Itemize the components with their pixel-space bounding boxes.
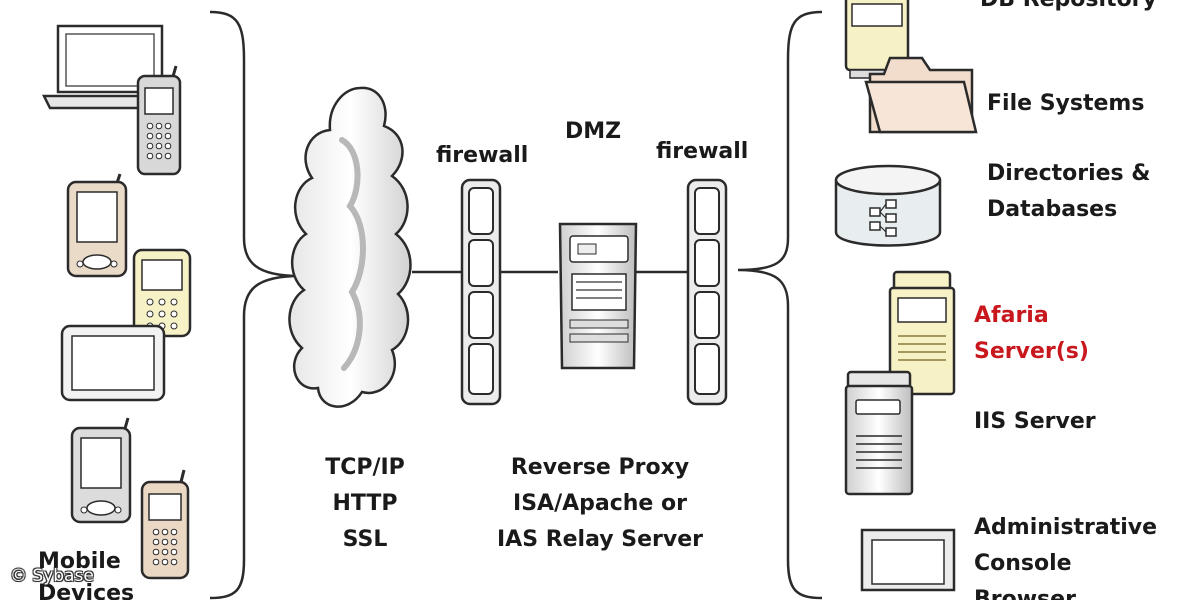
reverse-proxy-server-icon bbox=[558, 222, 638, 370]
firewall-left-label: firewall bbox=[436, 143, 529, 168]
directories-line1: Directories & bbox=[987, 161, 1151, 186]
mobile-phone-icon bbox=[140, 469, 190, 580]
afaria-line2: Server(s) bbox=[974, 339, 1089, 364]
right-brace bbox=[737, 10, 823, 600]
protocol-http: HTTP bbox=[332, 491, 398, 516]
pda-icon bbox=[66, 173, 128, 278]
monitor-icon bbox=[860, 528, 956, 592]
mobile-devices-label-line2: Devices bbox=[38, 581, 135, 600]
copyright-watermark: © Sybase bbox=[10, 566, 94, 586]
protocols-label: TCP/IP HTTP SSL bbox=[300, 450, 430, 558]
admin-line1: Administrative bbox=[974, 515, 1158, 540]
admin-line2: Console bbox=[974, 551, 1072, 576]
left-brace bbox=[209, 10, 301, 600]
internet-cloud-icon bbox=[288, 86, 412, 408]
file-systems-label: File Systems bbox=[987, 91, 1145, 116]
admin-console-label: Administrative Console Browser bbox=[974, 510, 1157, 600]
pda-icon bbox=[70, 417, 132, 524]
protocol-ssl: SSL bbox=[342, 527, 388, 552]
reverse-proxy-line3: IAS Relay Server bbox=[496, 527, 703, 552]
afaria-line1: Afaria bbox=[974, 303, 1049, 328]
directories-line2: Databases bbox=[987, 197, 1118, 222]
mobile-devices-label: Mobile Devices bbox=[38, 546, 134, 600]
dmz-label: DMZ bbox=[565, 119, 622, 144]
firewall-icon bbox=[460, 178, 502, 406]
reverse-proxy-line1: Reverse Proxy bbox=[510, 455, 690, 480]
tablet-icon bbox=[60, 324, 166, 402]
db-repository-server-icon bbox=[844, 0, 910, 79]
afaria-servers-label: Afaria Server(s) bbox=[974, 298, 1089, 370]
directories-databases-label: Directories & Databases bbox=[987, 156, 1151, 228]
afaria-server-icon bbox=[888, 270, 956, 396]
iis-server-label: IIS Server bbox=[974, 409, 1096, 434]
iis-server-icon bbox=[844, 370, 914, 496]
mobile-devices-label-line1: Mobile bbox=[38, 549, 121, 574]
db-repository-label: DB Repository bbox=[980, 0, 1157, 18]
reverse-proxy-label: Reverse Proxy ISA/Apache or IAS Relay Se… bbox=[480, 450, 720, 558]
folder-icon bbox=[864, 56, 978, 134]
mobile-phone-icon bbox=[136, 65, 182, 176]
reverse-proxy-line2: ISA/Apache or bbox=[513, 491, 687, 516]
firewall-icon bbox=[686, 178, 728, 406]
mobile-phone-icon bbox=[132, 248, 192, 338]
database-icon bbox=[834, 164, 942, 247]
admin-line3: Browser bbox=[974, 587, 1076, 600]
firewall-right-label: firewall bbox=[656, 139, 749, 164]
protocol-tcpip: TCP/IP bbox=[325, 455, 405, 480]
